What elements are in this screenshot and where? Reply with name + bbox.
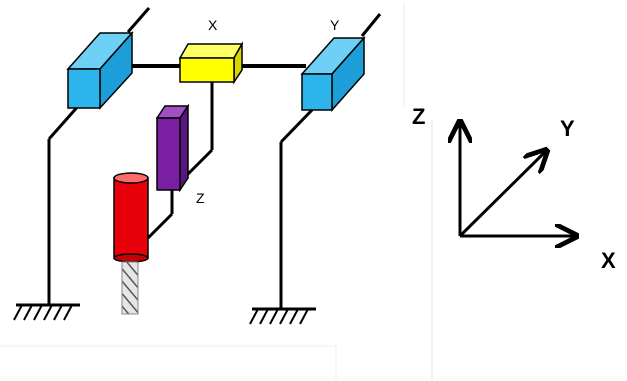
right-frame-column bbox=[279, 13, 382, 309]
cnc-gantry-diagram: X Y Z bbox=[13, 7, 382, 325]
machine-label-x: X bbox=[208, 17, 218, 33]
z-axis-block bbox=[155, 103, 190, 193]
axis-label-y: Y bbox=[560, 116, 575, 141]
right-y-carriage bbox=[300, 36, 366, 112]
end-mill-tool bbox=[121, 261, 139, 315]
axis-label-x: X bbox=[601, 248, 616, 273]
axis-label-z: Z bbox=[412, 104, 425, 129]
left-ground-symbol bbox=[13, 303, 80, 321]
divider-lines bbox=[0, 4, 433, 381]
spindle-mount bbox=[146, 190, 174, 240]
axis-triad: Z Y X bbox=[412, 104, 616, 273]
z-slide-rail bbox=[184, 82, 214, 178]
left-frame-column bbox=[47, 7, 151, 305]
right-ground-symbol bbox=[249, 307, 316, 325]
x-axis-block bbox=[178, 41, 244, 85]
spindle bbox=[113, 172, 149, 263]
y-axis-arrow bbox=[458, 152, 545, 238]
left-y-carriage bbox=[66, 31, 134, 110]
machine-label-y: Y bbox=[330, 17, 340, 33]
machine-label-z: Z bbox=[196, 190, 205, 206]
